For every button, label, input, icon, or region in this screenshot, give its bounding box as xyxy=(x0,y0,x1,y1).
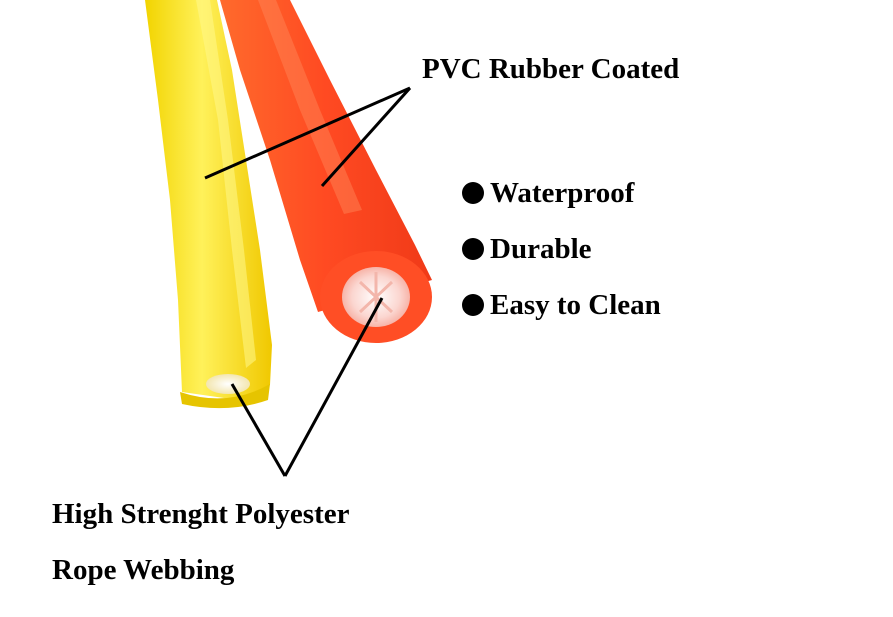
bullet-icon xyxy=(462,182,484,204)
yellow-rope-core xyxy=(206,374,250,394)
bullet-icon xyxy=(462,238,484,260)
pointer-line-core-orange xyxy=(283,297,384,477)
pointer-line-coating-orange xyxy=(320,86,412,188)
coating-label: PVC Rubber Coated xyxy=(422,53,680,85)
rope-core-fibers xyxy=(358,272,394,322)
feature-label: Easy to Clean xyxy=(490,288,661,321)
feature-label: Waterproof xyxy=(490,176,635,209)
feature-label: Durable xyxy=(490,232,592,265)
feature-list: Waterproof Durable Easy to Clean xyxy=(462,165,661,333)
feature-item-durable: Durable xyxy=(462,221,661,277)
core-label-line-1: High Strenght Polyester xyxy=(52,498,350,530)
pointer-line-coating-yellow xyxy=(204,86,411,180)
feature-item-waterproof: Waterproof xyxy=(462,165,661,221)
yellow-rope xyxy=(145,0,272,409)
pointer-line-core-yellow xyxy=(230,383,287,477)
feature-item-easy-to-clean: Easy to Clean xyxy=(462,277,661,333)
core-label-line-2: Rope Webbing xyxy=(52,554,235,586)
bullet-icon xyxy=(462,294,484,316)
orange-rope xyxy=(220,0,432,312)
